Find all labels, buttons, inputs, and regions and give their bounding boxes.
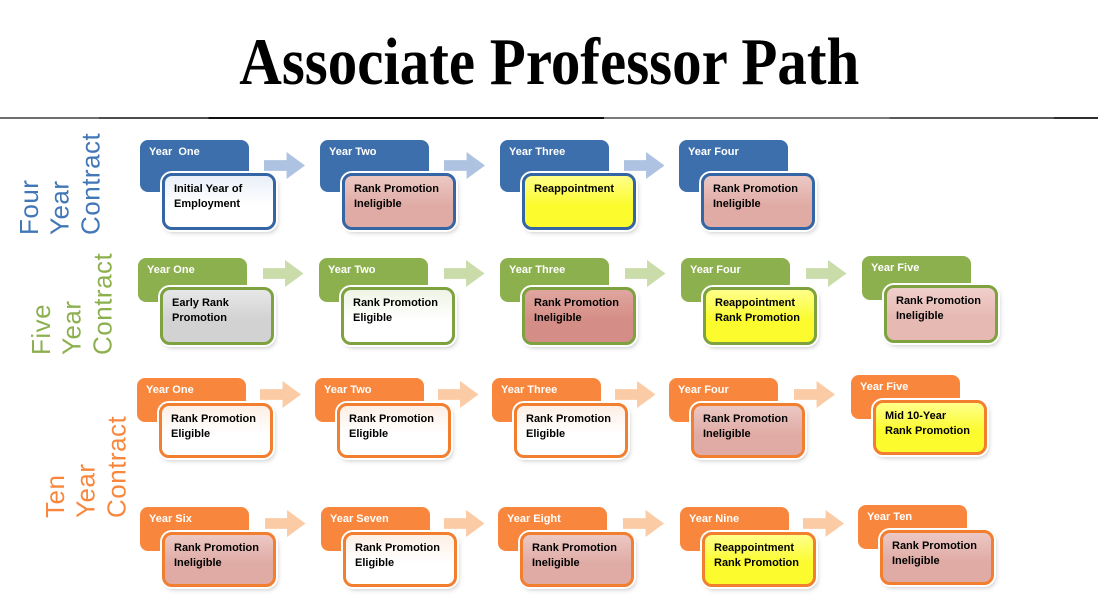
title-divider-line bbox=[0, 117, 1098, 119]
row-label-line: Four bbox=[14, 179, 44, 235]
right-arrow-icon bbox=[443, 260, 485, 287]
five-year-contract-item-3-status-card: Rank Promotion Ineligible bbox=[522, 287, 636, 345]
row-label-line: Five bbox=[26, 303, 56, 355]
ten-year-contract-b-item-3-status-card: Rank Promotion Ineligible bbox=[520, 532, 634, 587]
row-label-line: Contract bbox=[87, 252, 118, 355]
right-arrow-icon bbox=[262, 260, 304, 287]
five-year-contract-item-2-status-card: Rank Promotion Eligible bbox=[341, 287, 455, 345]
four-year-contract-item-3-status-card: Reappointment bbox=[522, 173, 636, 230]
four-year-contract-item-2-status-card: Rank Promotion Ineligible bbox=[342, 173, 456, 230]
ten-year-contract-a-item-3-status-card: Rank Promotion Eligible bbox=[514, 403, 628, 458]
four-year-contract-item-4-status-card: Rank Promotion Ineligible bbox=[701, 173, 815, 230]
ten-year-contract-a-item-4-status-card: Rank Promotion Ineligible bbox=[691, 403, 805, 458]
row-label-line: Year bbox=[56, 300, 87, 355]
row-label-line: Contract bbox=[101, 415, 132, 518]
right-arrow-icon bbox=[805, 260, 847, 287]
ten-year-contract-b-item-4-status-card: Reappointment Rank Promotion bbox=[702, 532, 816, 587]
ten-year-contract-a-item-2-status-card: Rank Promotion Eligible bbox=[337, 403, 451, 458]
row-label-line: Year bbox=[70, 463, 101, 518]
row-label-line: Year bbox=[44, 180, 75, 235]
ten-year-contract-a-item-5-status-card: Mid 10-Year Rank Promotion bbox=[873, 400, 987, 455]
five-year-contract-item-4-status-card: Reappointment Rank Promotion bbox=[703, 287, 817, 345]
ten-year-contract-b-item-5-status-card: Rank Promotion Ineligible bbox=[880, 530, 994, 585]
ten-year-contract-b-item-1-status-card: Rank Promotion Ineligible bbox=[162, 532, 276, 587]
row-label-line: Contract bbox=[75, 132, 106, 235]
row-label-line: Ten bbox=[40, 474, 70, 518]
right-arrow-icon bbox=[624, 260, 666, 287]
ten-year-contract-a-item-1-status-card: Rank Promotion Eligible bbox=[159, 403, 273, 458]
ten-year-contract-b-item-2-status-card: Rank Promotion Eligible bbox=[343, 532, 457, 587]
five-year-contract-item-1-status-card: Early Rank Promotion bbox=[160, 287, 274, 345]
five-year-contract-item-5-status-card: Rank Promotion Ineligible bbox=[884, 285, 998, 343]
page-title-text: Associate Professor Path bbox=[238, 25, 860, 99]
four-year-contract-item-1-status-card: Initial Year of Employment bbox=[162, 173, 276, 230]
page-title: Associate Professor Path bbox=[0, 25, 1098, 100]
